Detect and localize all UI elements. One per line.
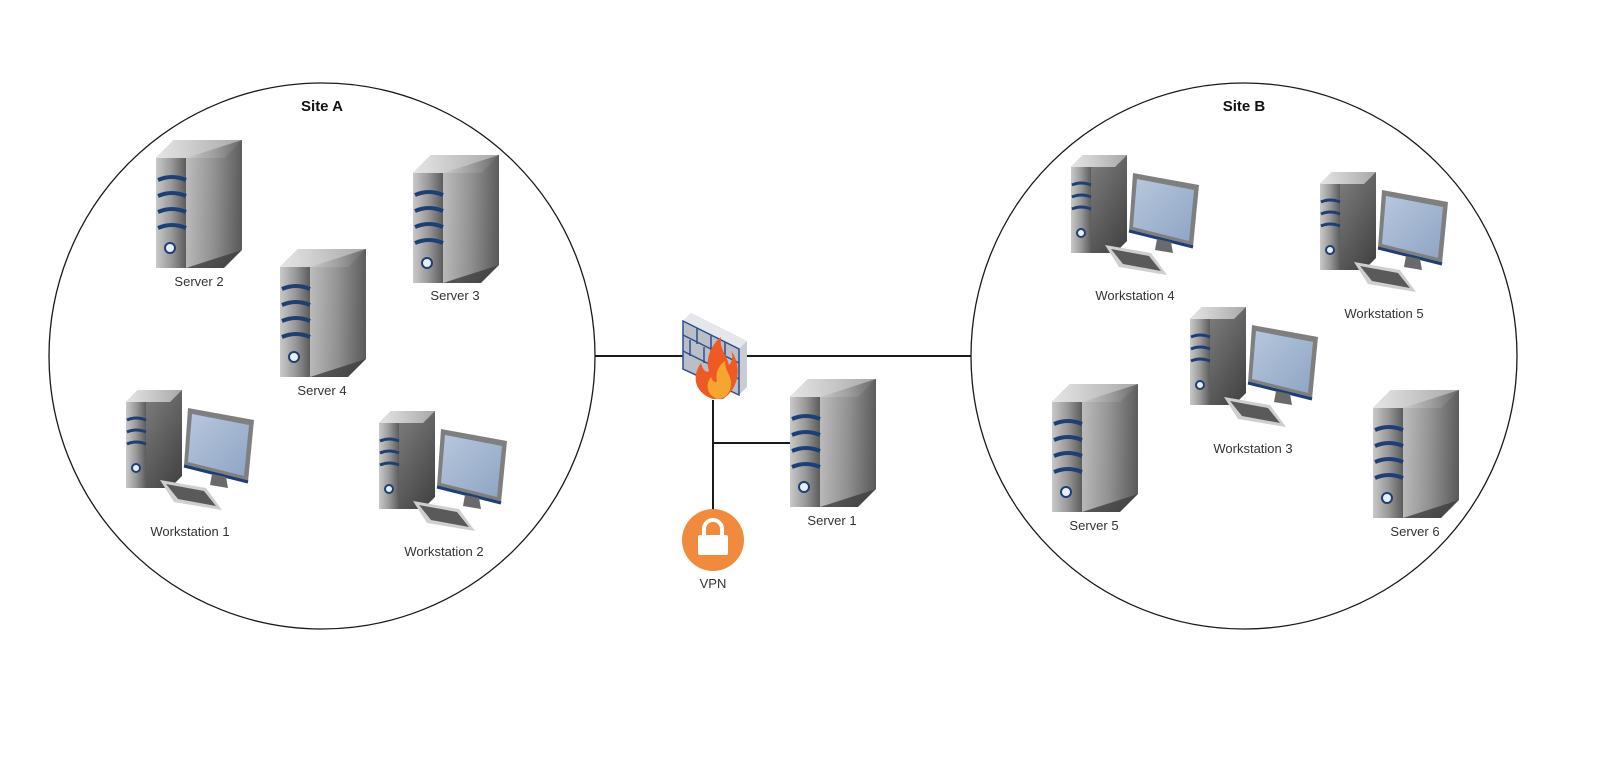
workstation-5-icon: [1318, 170, 1450, 294]
server-4-icon: [278, 247, 368, 379]
workstation-4-label: Workstation 4: [1095, 288, 1174, 303]
workstation-1-label: Workstation 1: [150, 524, 229, 539]
server-2-icon: [154, 138, 244, 270]
server-5-icon: [1050, 382, 1140, 514]
vpn-lock-icon: [682, 509, 744, 571]
workstation-3-icon: [1188, 305, 1320, 429]
server-6-icon: [1371, 388, 1461, 520]
workstation-5-label: Workstation 5: [1344, 306, 1423, 321]
workstation-1-icon: [124, 388, 256, 512]
server-1-label: Server 1: [807, 513, 856, 528]
server-1-icon: [788, 377, 878, 509]
server-3-label: Server 3: [430, 288, 479, 303]
workstation-2-label: Workstation 2: [404, 544, 483, 559]
firewall-icon: [682, 313, 747, 399]
site-b-title: Site B: [1223, 98, 1266, 115]
server-2-label: Server 2: [174, 274, 223, 289]
workstation-4-icon: [1069, 153, 1201, 277]
workstation-2-icon: [377, 409, 509, 533]
workstation-3-label: Workstation 3: [1213, 441, 1292, 456]
server-4-label: Server 4: [297, 383, 346, 398]
server-5-label: Server 5: [1069, 518, 1118, 533]
site-a-title: Site A: [301, 98, 343, 115]
server-6-label: Server 6: [1390, 524, 1439, 539]
server-3-icon: [411, 153, 501, 285]
vpn-label: VPN: [700, 576, 727, 591]
